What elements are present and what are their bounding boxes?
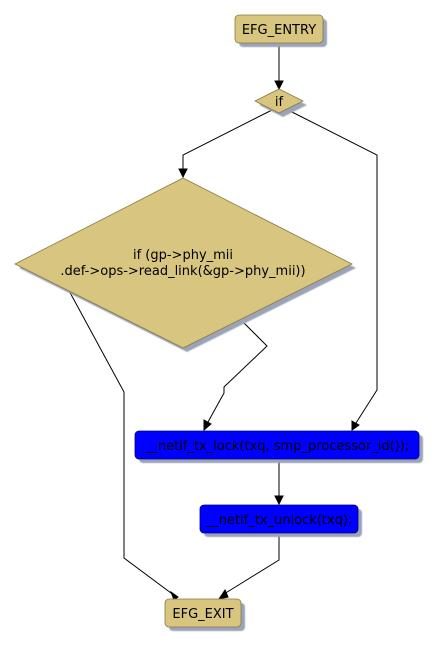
node-tx-lock[interactable]: __netif_tx_lock(txq, smp_processor_id())… (134, 430, 423, 463)
node-exit-label: EFG_EXIT (172, 607, 233, 622)
node-tx-unlock-label: __netif_tx_unlock(txq); (205, 513, 353, 528)
edge-condition-to-lock (203, 318, 268, 432)
edge-lock-to-unlock (274, 461, 284, 506)
edge-if-to-condition (178, 109, 273, 179)
edge-if-to-lock (287, 109, 378, 431)
edge-condition-to-exit (66, 286, 179, 601)
node-condition-line1: if (gp->phy_mii (133, 248, 233, 263)
node-if-label: if (275, 95, 284, 110)
edge-entry-to-if (274, 46, 284, 91)
edge-unlock-to-exit (217, 535, 280, 600)
node-if[interactable]: if (254, 88, 307, 117)
node-entry[interactable]: EFG_ENTRY (234, 14, 327, 47)
node-tx-lock-label: __netif_tx_lock(txq, smp_processor_id())… (144, 439, 409, 454)
node-condition[interactable]: if (gp->phy_mii .def->ops->read_link(&gp… (14, 177, 356, 352)
node-tx-unlock[interactable]: __netif_tx_unlock(txq); (199, 504, 362, 537)
edges (66, 46, 378, 601)
node-exit[interactable]: EFG_EXIT (164, 598, 245, 631)
node-entry-label: EFG_ENTRY (242, 23, 316, 38)
node-condition-line2: .def->ops->read_link(&gp->phy_mii)) (60, 264, 305, 279)
